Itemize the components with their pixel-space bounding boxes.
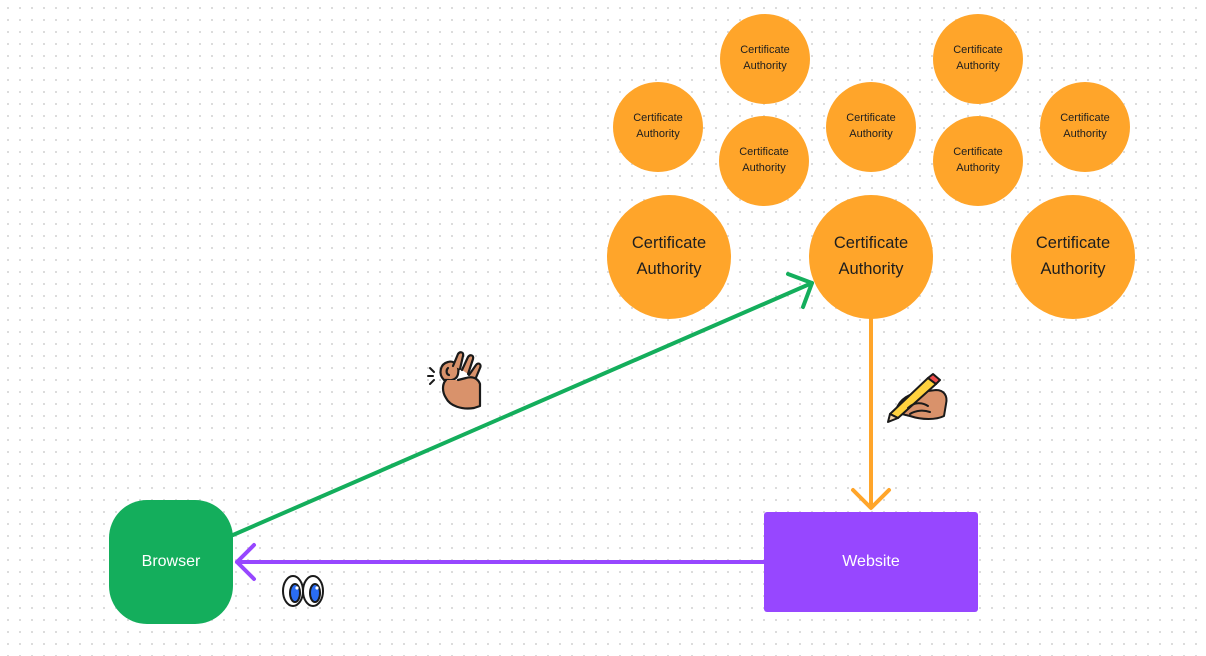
certificate-authority-label: Certificate Authority	[833, 234, 909, 278]
ok-hand-icon	[427, 351, 482, 410]
certificate-authority-node[interactable]: Certificate Authority	[1040, 82, 1130, 172]
certificate-authority-node[interactable]: Certificate Authority	[826, 82, 916, 172]
ca-to-website-connector[interactable]	[851, 317, 891, 510]
certificate-authority-node[interactable]: Certificate Authority	[1011, 195, 1135, 319]
certificate-authority-label: Certificate Authority	[1035, 234, 1111, 278]
certificate-authority-label: Certificate Authority	[633, 112, 683, 140]
certificate-authority-label: Certificate Authority	[1060, 112, 1110, 140]
certificate-authority-label: Certificate Authority	[953, 146, 1003, 174]
certificate-authority-node[interactable]: Certificate Authority	[933, 116, 1023, 206]
certificate-authority-label: Certificate Authority	[739, 146, 789, 174]
website-label: Website	[842, 553, 900, 570]
certificate-authority-label: Certificate Authority	[953, 44, 1003, 72]
writing-hand-icon	[887, 373, 948, 423]
certificate-authority-node[interactable]: Certificate Authority	[613, 82, 703, 172]
browser-to-ca-connector[interactable]	[231, 272, 814, 537]
certificate-authority-label: Certificate Authority	[846, 112, 896, 140]
certificate-authority-label: Certificate Authority	[740, 44, 790, 72]
browser-node[interactable]: Browser	[109, 500, 233, 624]
certificate-authority-label: Certificate Authority	[631, 234, 707, 278]
certificate-authority-node[interactable]: Certificate Authority	[933, 14, 1023, 104]
browser-label: Browser	[141, 553, 201, 570]
website-node[interactable]: Website	[764, 512, 978, 612]
certificate-authority-node[interactable]: Certificate Authority	[607, 195, 731, 319]
certificate-authority-node-central[interactable]: Certificate Authority	[809, 195, 933, 319]
eyes-icon	[282, 575, 324, 607]
certificate-authority-node[interactable]: Certificate Authority	[719, 116, 809, 206]
certificate-authority-node[interactable]: Certificate Authority	[720, 14, 810, 104]
